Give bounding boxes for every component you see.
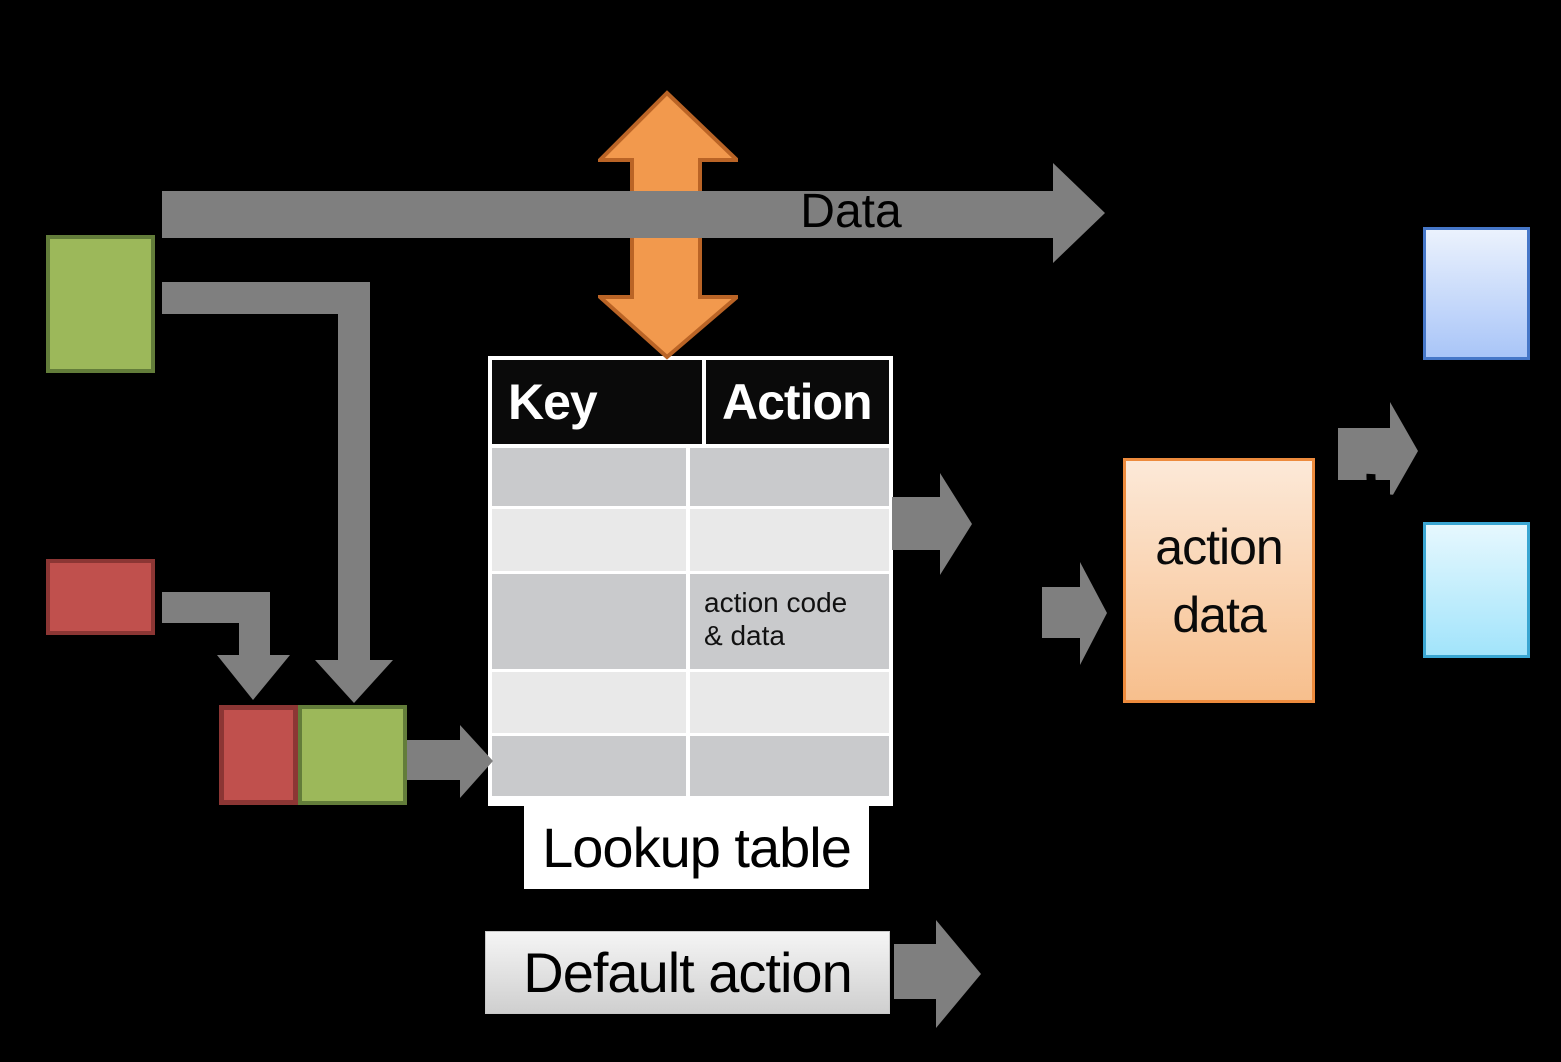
green-elbow-arrow-icon [162,282,393,703]
table-cell [492,736,686,796]
default-action-arrow-icon [894,920,981,1028]
table-row [492,509,889,571]
combined-key-green-part [298,705,407,805]
red-source-box [46,559,155,635]
green-source-box [46,235,155,373]
action-data-line1: action [1155,518,1283,575]
lookup-table: Key Action action code & data [488,356,893,806]
action-input-arrow-icon [1042,562,1107,665]
table-row [492,672,889,733]
table-header-action: Action [706,360,889,444]
default-action-box: Default action [485,931,890,1014]
letter-fragment-arc [1366,473,1409,504]
key-to-table-arrow-icon [407,725,493,798]
table-row [492,448,889,506]
table-cell [690,448,889,506]
table-row: action code & data [492,574,889,669]
table-header-row: Key Action [492,360,889,444]
table-cell-action-code: action code & data [690,574,889,669]
action-code-line2: & data [704,620,785,651]
table-cell [492,672,686,733]
red-elbow-arrow-icon [162,592,290,700]
action-code-line1: action code [704,587,848,618]
table-row [492,736,889,796]
table-cell [690,509,889,571]
table-cell [492,448,686,506]
table-header-key: Key [492,360,702,444]
action-data-line2: data [1172,586,1266,643]
blue-result-box [1423,227,1530,360]
lookup-table-caption: Lookup table [524,806,869,889]
table-cell [492,574,686,669]
table-cell [690,672,889,733]
combined-key-red-part [219,705,298,805]
cyan-result-box [1423,522,1530,658]
action-data-box: action data [1123,458,1315,703]
data-flow-label: Data [800,185,902,238]
table-cell [690,736,889,796]
table-output-arrow-icon [892,473,972,575]
table-cell [492,509,686,571]
